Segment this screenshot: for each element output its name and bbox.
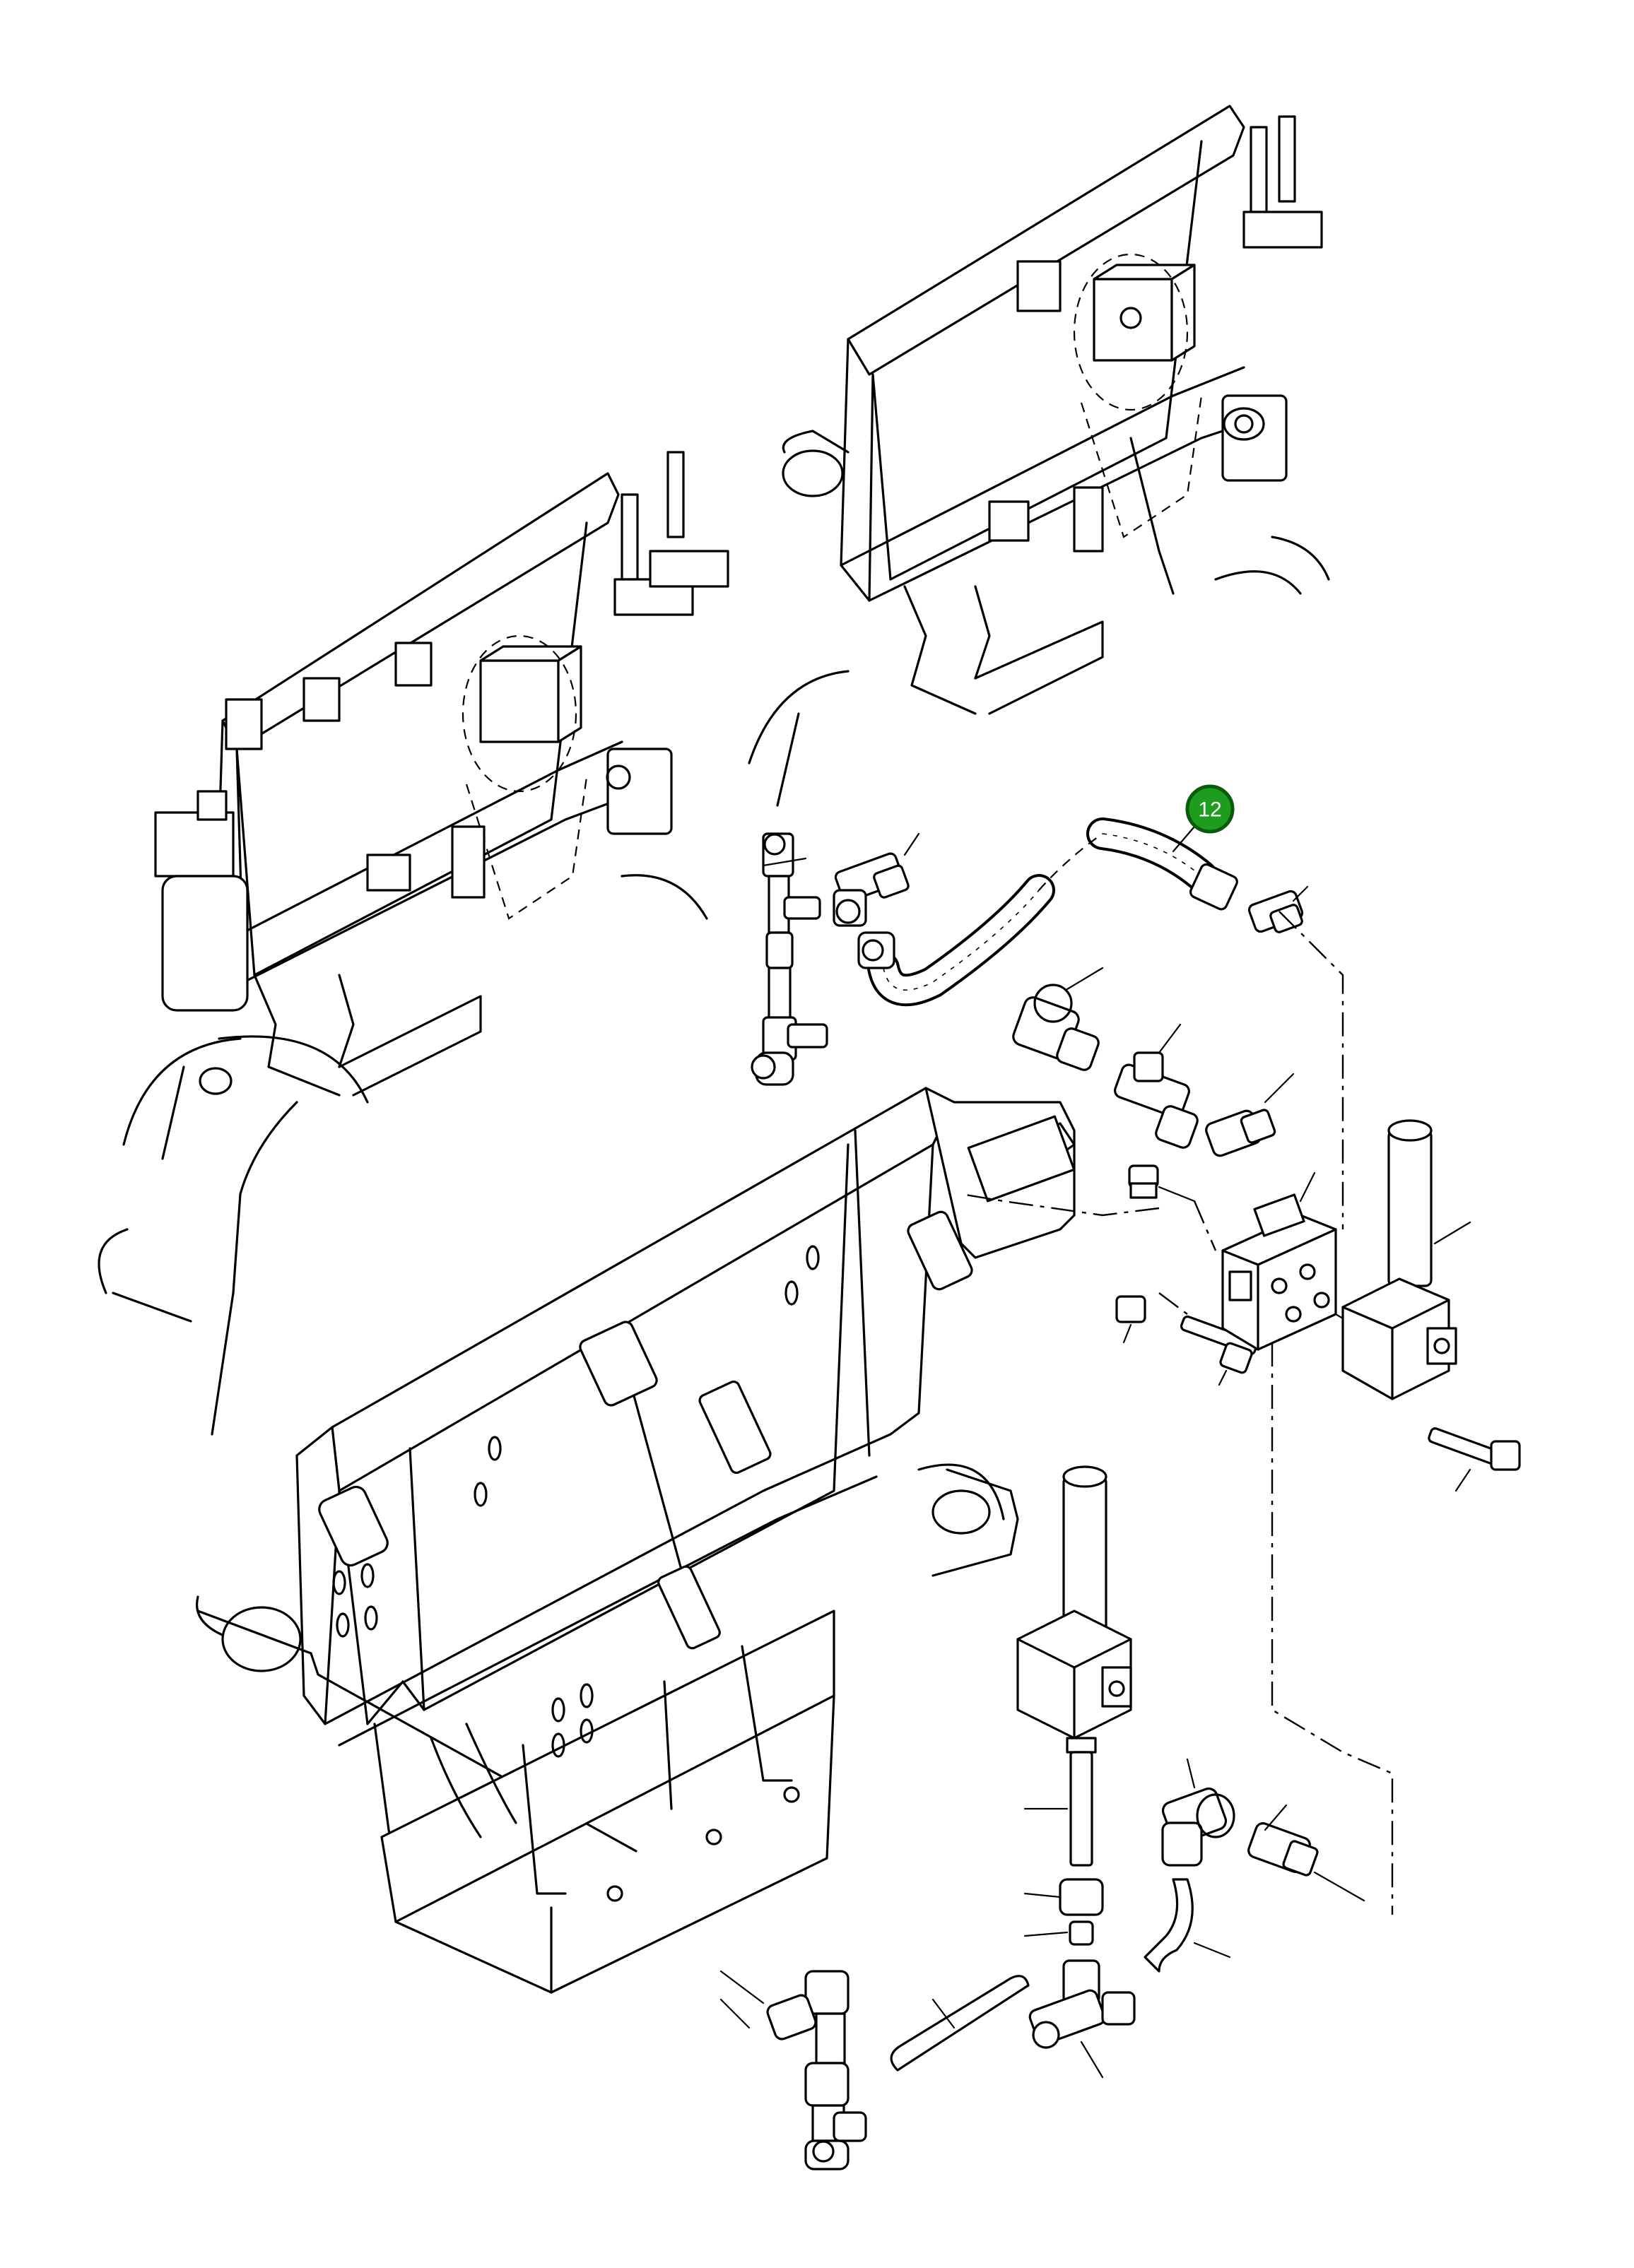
callout-12-label: 12 [1198, 798, 1221, 822]
valve-block [1221, 1171, 1372, 1351]
tee-fitting-middle [1114, 1023, 1199, 1149]
main-frame [98, 1087, 1076, 1994]
nut-lower [1023, 1878, 1104, 1916]
accumulator-upper [1341, 1119, 1521, 1492]
nut [1115, 1295, 1146, 1344]
cap-screw [1180, 1315, 1259, 1386]
tee-fitting [833, 832, 920, 927]
tee-fitting-assembly-lower [719, 1970, 867, 2170]
upper-right-frame-assembly [748, 105, 1330, 807]
callout-12[interactable]: 12 [1185, 784, 1235, 834]
adapter-fitting-lower [1247, 1804, 1365, 1902]
sleeve [1023, 1920, 1094, 1946]
upper-left-frame-assembly [122, 451, 729, 1160]
adapter-fitting-middle [1205, 1073, 1295, 1157]
swivel-fitting [1012, 967, 1104, 1071]
phantom-lines [960, 911, 1394, 1915]
plug [1128, 1164, 1196, 1203]
hose-assembly [857, 817, 1238, 1007]
tee-fitting-assembly-left [751, 832, 828, 1086]
elbow-fitting [1161, 1758, 1235, 1867]
tube [890, 1751, 1231, 2072]
adapter-fitting [1247, 885, 1309, 933]
tee-fitting-lower [1028, 1959, 1136, 2079]
accumulator-lower [1016, 1465, 1132, 1754]
